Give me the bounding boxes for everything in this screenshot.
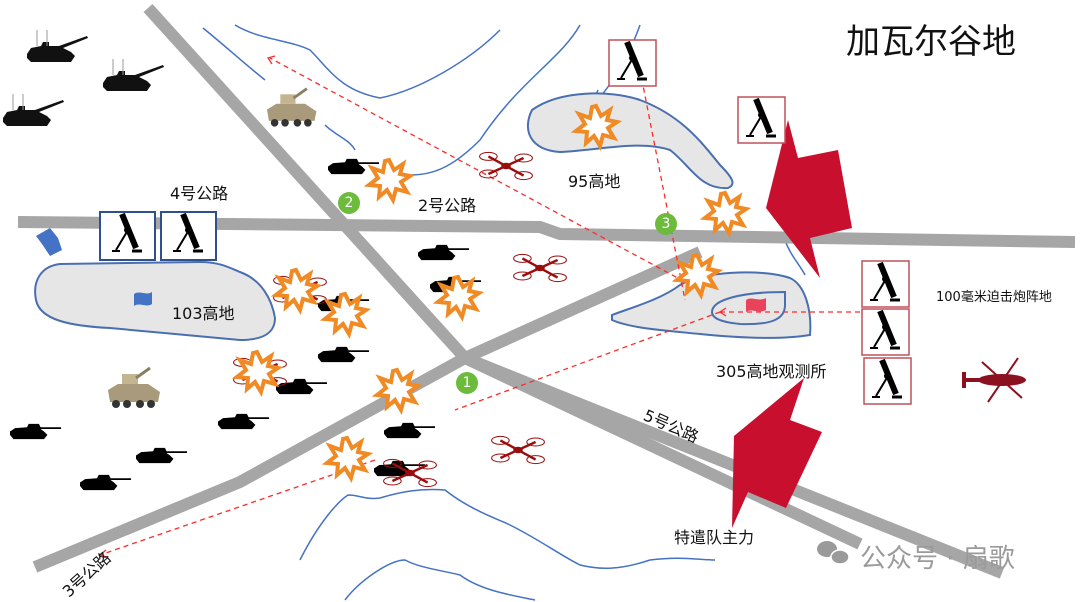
enemy-mortar-5 [863,358,912,405]
marker-1: 1 [456,372,478,394]
hill-95-label: 95高地 [568,172,621,191]
friendly-mortar-1 [99,211,156,261]
trajectory-arrowheads [98,55,727,558]
explosion-icon [367,158,412,202]
apc-icon [265,87,318,129]
explosion-icon [325,436,370,480]
enemy-mortar-4 [861,309,910,356]
hill-103-shape [34,260,277,342]
hill-305-shape [611,271,812,339]
tank-icon [218,413,269,430]
main-force-label: 特遣队主力 [674,528,755,547]
apc-icon [106,366,162,410]
tank-icon [318,346,369,363]
road-3-line [32,246,703,573]
map-title: 加瓦尔谷地 [846,22,1016,62]
road-2-label: 2号公路 [418,196,477,215]
attack-arrow-south [732,378,822,528]
hill-103-label: 103高地 [172,304,235,323]
tank-icon [80,474,131,491]
tank-icon [136,447,187,464]
attack-arrow-north [766,120,852,278]
helicopter-icon [962,357,1026,403]
drone-icon [490,435,546,465]
drone-icon [478,151,534,181]
fire-trajectories [99,57,860,556]
marker-3: 3 [655,213,677,235]
tank-icon [418,244,469,261]
hill-305-label: 305高地观测所 [716,362,827,381]
enemy-mortar-3 [861,261,910,308]
friendly-flag-icon [134,292,152,306]
tank-icon [10,423,61,440]
spg-icon [2,93,65,127]
friendly-direction-arrow-icon [36,228,62,256]
enemy-mortar-2 [737,97,786,144]
marker-2: 2 [338,192,360,214]
road-4-line [17,216,1076,248]
mortar-position-label: 100毫米迫击炮阵地 [936,290,1052,305]
enemy-mortar-1 [608,40,657,87]
drone-icon [512,253,568,283]
spg-icon [26,29,89,63]
watermark-text: 公众号 · 扇歌 [860,544,1015,574]
enemy-flag-icon [746,298,766,312]
wechat-icon [817,541,850,565]
explosion-icon [703,191,748,235]
spg-icon [102,58,165,92]
friendly-mortar-2 [160,211,217,261]
road-4-label: 4号公路 [170,184,229,203]
hill-95-shape [527,92,734,190]
tank-icon [384,422,435,439]
tank-icon [276,378,327,395]
